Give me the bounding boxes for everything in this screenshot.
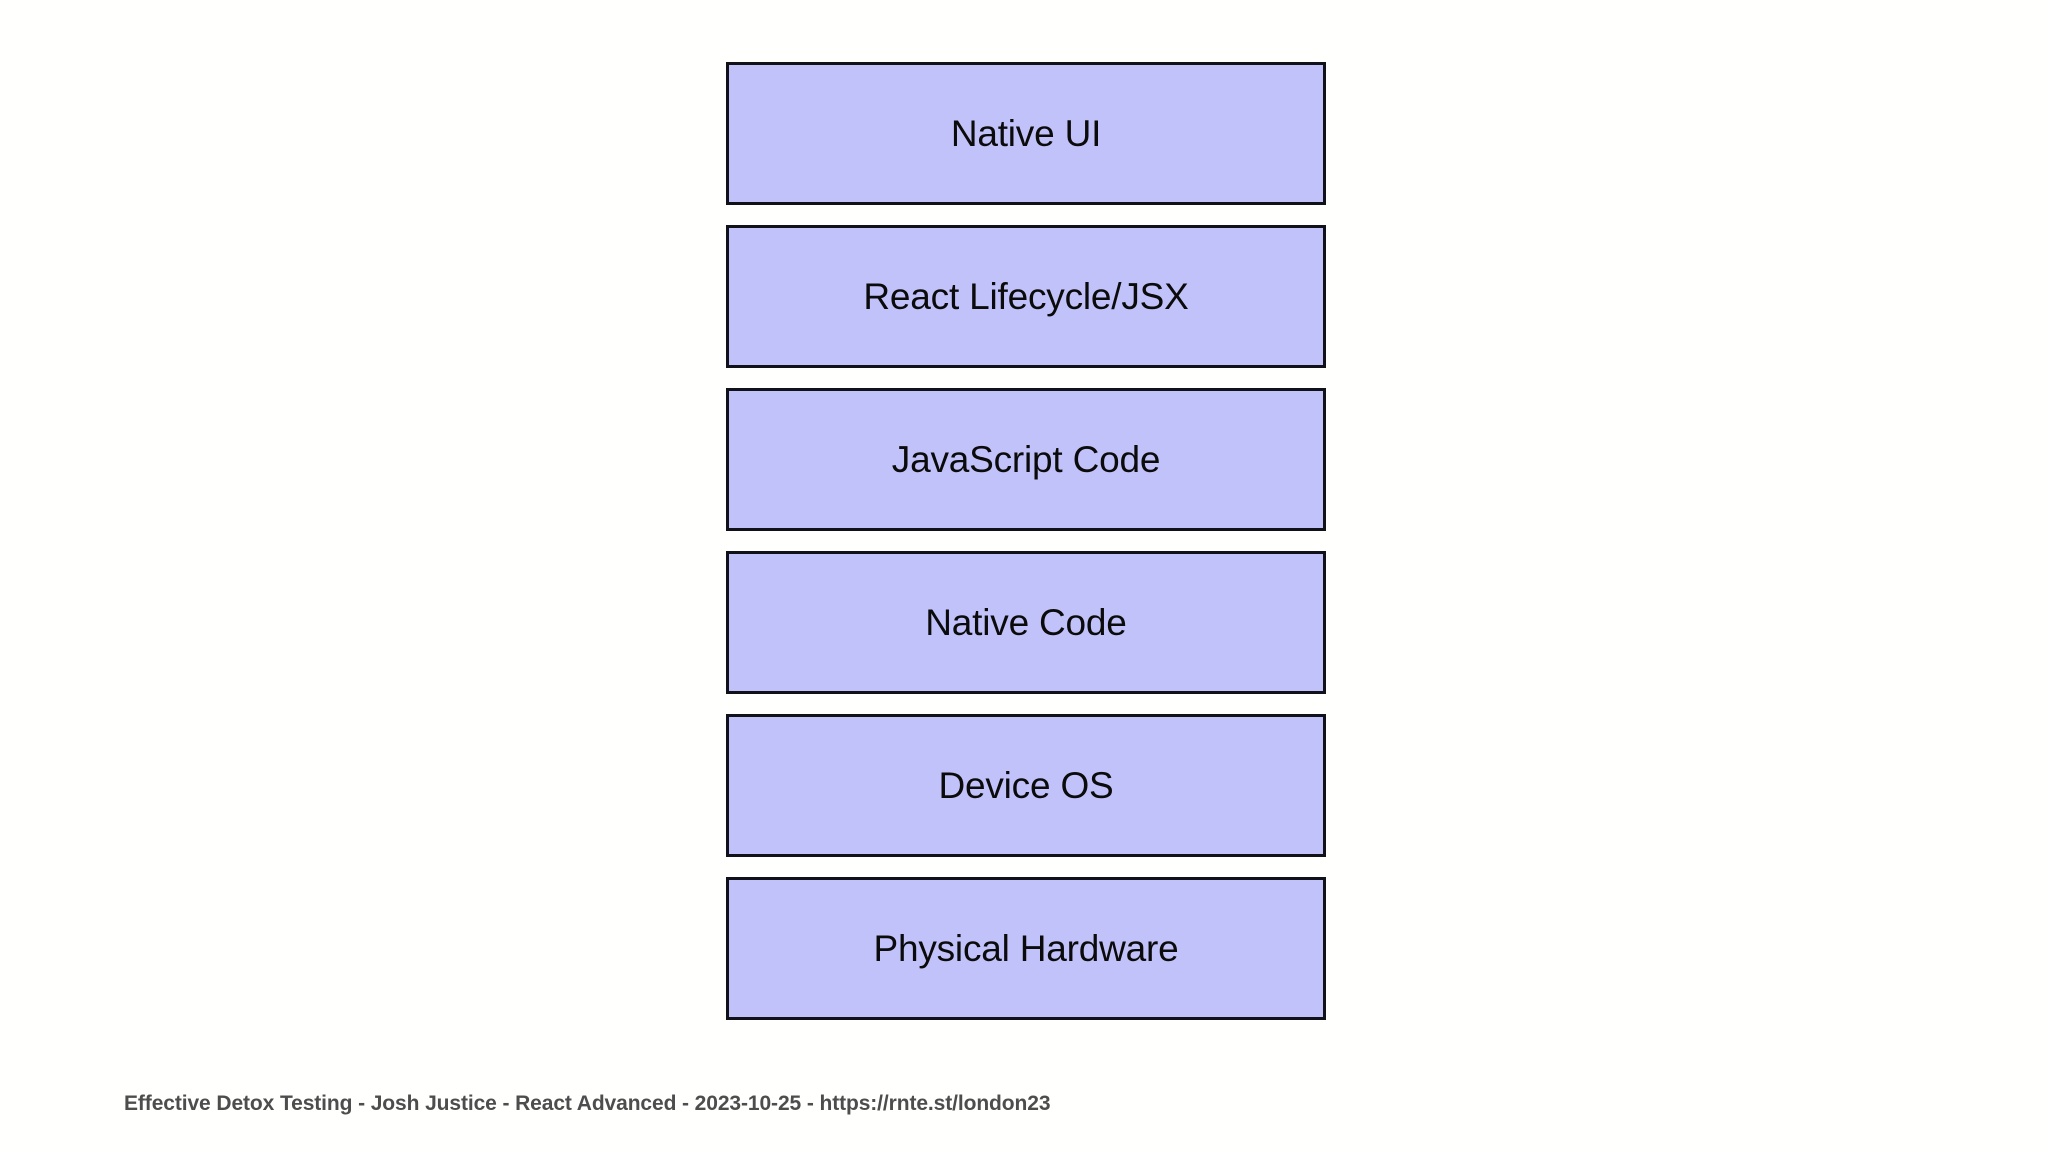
layer-label: Physical Hardware: [873, 928, 1179, 969]
layer-box-native-code[interactable]: Native Code: [726, 551, 1326, 694]
layer-label: JavaScript Code: [891, 439, 1161, 480]
layer-stack-diagram: Native UI React Lifecycle/JSX JavaScript…: [726, 62, 1326, 1020]
layer-label: Native Code: [925, 602, 1127, 643]
layer-label: Native UI: [950, 113, 1102, 154]
layer-box-device-os[interactable]: Device OS: [726, 714, 1326, 857]
slide-footer: Effective Detox Testing - Josh Justice -…: [124, 1092, 1824, 1116]
footer-attribution-text: Effective Detox Testing - Josh Justice -…: [124, 1092, 1051, 1115]
layer-box-react-lifecycle-jsx[interactable]: React Lifecycle/JSX: [726, 225, 1326, 368]
layer-box-native-ui[interactable]: Native UI: [726, 62, 1326, 205]
layer-box-physical-hardware[interactable]: Physical Hardware: [726, 877, 1326, 1020]
layer-box-javascript-code[interactable]: JavaScript Code: [726, 388, 1326, 531]
layer-label: Device OS: [938, 765, 1114, 806]
layer-label: React Lifecycle/JSX: [863, 276, 1189, 317]
